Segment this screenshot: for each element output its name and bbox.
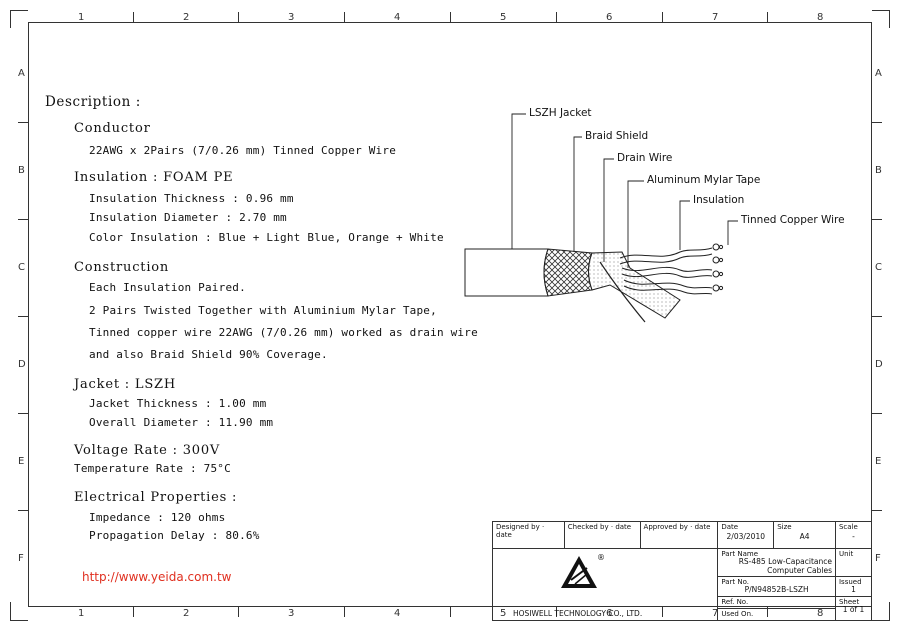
size-value: A4 <box>799 532 810 542</box>
zone-row-e-right: E <box>875 456 882 467</box>
twisted-pairs-shape <box>619 247 713 295</box>
description-title: Description : <box>45 94 141 110</box>
scale-cell: Scale- <box>834 521 873 549</box>
zone-col-6-top: 6 <box>606 12 613 23</box>
scale-value: - <box>852 532 855 542</box>
insulation-heading: Insulation : FOAM PE <box>74 170 234 185</box>
company-logo-icon <box>561 556 597 588</box>
zone-row-d-right: D <box>875 359 883 370</box>
zone-row-c-right: C <box>875 262 882 273</box>
insulation-thickness: Insulation Thickness : 0.96 mm <box>89 192 294 205</box>
zone-row-b-right: B <box>875 165 882 176</box>
zone-col-2-bottom: 2 <box>183 608 190 619</box>
approved-by-cell: Approved by · date <box>639 521 719 549</box>
insulation-color: Color Insulation : Blue + Light Blue, Or… <box>89 231 444 244</box>
label-copper-wire: Tinned Copper Wire <box>741 214 845 226</box>
copper-wire-ends <box>712 243 724 292</box>
zone-col-7-top: 7 <box>712 12 719 23</box>
zone-row-a-right: A <box>875 68 882 79</box>
company-logo-cell: ® HOSIWELL TECHNOLOGY CO., LTD. <box>491 547 719 622</box>
insulation-diameter: Insulation Diameter : 2.70 mm <box>89 211 287 224</box>
part-no-cell: Part No.P/N94852B-LSZH <box>717 576 836 598</box>
title-block: Designed by · date Checked by · date App… <box>491 521 873 622</box>
part-name-value: RS-485 Low-Capacitance Computer Cables <box>738 557 832 575</box>
website-link[interactable]: http://www.yeida.com.tw <box>82 570 232 584</box>
construction-line-2: 2 Pairs Twisted Together with Aluminium … <box>89 304 437 317</box>
zone-row-d-left: D <box>18 359 26 370</box>
zone-row-e-left: E <box>18 456 25 467</box>
sheet-value: 1 of 1 <box>842 605 865 615</box>
zone-row-f-left: F <box>18 553 24 564</box>
date-value: 2/03/2010 <box>726 532 765 542</box>
electrical-heading: Electrical Properties : <box>74 490 238 505</box>
zone-col-5-top: 5 <box>500 12 507 23</box>
construction-heading: Construction <box>74 260 170 275</box>
label-lszh-jacket: LSZH Jacket <box>529 107 592 119</box>
jacket-thickness: Jacket Thickness : 1.00 mm <box>89 397 267 410</box>
impedance: Impedance : 120 ohms <box>89 511 226 524</box>
label-insulation: Insulation <box>693 194 745 206</box>
zone-row-f-right: F <box>875 553 881 564</box>
zone-row-b-left: B <box>18 165 25 176</box>
drain-wire-shape <box>599 261 646 323</box>
zone-col-3-bottom: 3 <box>288 608 295 619</box>
zone-row-c-left: C <box>18 262 25 273</box>
zone-col-4-top: 4 <box>394 12 401 23</box>
checked-by-cell: Checked by · date <box>563 521 641 549</box>
unit-cell: Unit <box>834 547 873 578</box>
lszh-jacket-shape <box>464 248 549 297</box>
voltage-heading: Voltage Rate : 300V <box>74 443 221 458</box>
zone-col-1-bottom: 1 <box>78 608 85 619</box>
zone-col-8-top: 8 <box>817 12 824 23</box>
part-no-value: P/N94852B-LSZH <box>744 585 809 595</box>
registered-mark: ® <box>597 553 605 562</box>
zone-col-1-top: 1 <box>78 12 85 23</box>
company-name: HOSIWELL TECHNOLOGY CO., LTD. <box>513 608 643 618</box>
construction-line-3: Tinned copper wire 22AWG (7/0.26 mm) wor… <box>89 326 478 339</box>
conductor-line: 22AWG x 2Pairs (7/0.26 mm) Tinned Copper… <box>89 144 397 157</box>
zone-col-4-bottom: 4 <box>394 608 401 619</box>
temperature-rate: Temperature Rate : 75°C <box>74 462 231 475</box>
jacket-heading: Jacket : LSZH <box>74 377 176 392</box>
zone-col-2-top: 2 <box>183 12 190 23</box>
issued-value: 1 <box>851 585 856 595</box>
label-mylar-tape: Aluminum Mylar Tape <box>647 174 761 186</box>
conductor-heading: Conductor <box>74 121 151 136</box>
construction-line-4: and also Braid Shield 90% Coverage. <box>89 348 328 361</box>
leader-lines <box>511 113 738 268</box>
jacket-diameter: Overall Diameter : 11.90 mm <box>89 416 274 429</box>
label-braid-shield: Braid Shield <box>585 130 649 142</box>
zone-row-a-left: A <box>18 68 25 79</box>
propagation-delay: Propagation Delay : 80.6% <box>89 529 260 542</box>
zone-col-3-top: 3 <box>288 12 295 23</box>
label-drain-wire: Drain Wire <box>617 152 673 164</box>
used-on-cell: Used On. <box>717 608 836 622</box>
construction-line-1: Each Insulation Paired. <box>89 281 246 294</box>
ref-no-cell: Ref. No. <box>717 596 836 610</box>
braid-shield-shape <box>543 248 593 297</box>
designed-by-cell: Designed by · date <box>492 521 565 549</box>
